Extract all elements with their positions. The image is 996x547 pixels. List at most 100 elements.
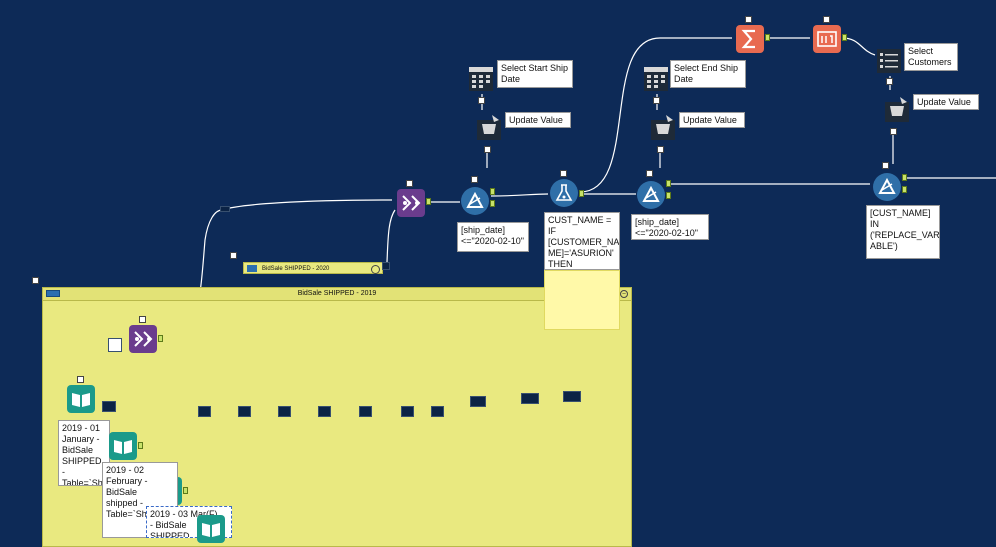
update-value-icon — [651, 115, 675, 140]
tool-id-badge — [139, 316, 146, 323]
tool-id-badge — [77, 376, 84, 383]
union-tool-inner[interactable] — [128, 324, 158, 354]
container-title: BidSale SHIPPED - 2019 — [297, 290, 377, 297]
false-anchor[interactable] — [902, 186, 907, 193]
wire-node — [563, 391, 581, 402]
false-anchor[interactable] — [666, 192, 671, 199]
tool-label: Select Start Ship Date — [497, 60, 573, 88]
union-icon — [129, 325, 157, 353]
union-tool[interactable] — [396, 188, 426, 218]
wire-node — [470, 396, 486, 407]
filter-annotation: [ship_date] <="2020-02-10" — [631, 214, 709, 240]
tool-id-badge — [646, 170, 653, 177]
formula-tool[interactable] — [549, 178, 579, 208]
calendar-icon — [644, 67, 668, 91]
formula-annotation: CUST_NAME = IF [CUSTOMER_NA ME]='ASURION… — [544, 212, 620, 270]
filter-icon — [873, 173, 901, 201]
tool-id-badge — [484, 146, 491, 153]
wire-node — [238, 406, 251, 417]
update-value-tool-3[interactable] — [882, 94, 912, 124]
filter-tool-2[interactable] — [636, 180, 666, 210]
filter-icon — [461, 187, 489, 215]
summarize-icon — [736, 25, 764, 53]
update-value-tool-2[interactable] — [648, 112, 678, 142]
output-anchor[interactable] — [842, 34, 847, 41]
tool-id-badge — [823, 16, 830, 23]
filter-icon — [637, 181, 665, 209]
wire — [490, 193, 549, 197]
update-value-tool-1[interactable] — [474, 112, 504, 142]
summarize-tool[interactable] — [735, 24, 765, 54]
wire-node — [359, 406, 372, 417]
tool-id-badge — [406, 180, 413, 187]
output-anchor[interactable] — [426, 198, 431, 205]
container-output-node[interactable] — [382, 262, 390, 270]
formula-annotation-overflow — [544, 270, 620, 330]
tool-id-badge — [230, 252, 237, 259]
wire — [386, 209, 396, 263]
output-anchor[interactable] — [765, 34, 770, 41]
output-anchor[interactable] — [579, 190, 584, 197]
wire-node — [431, 406, 444, 417]
wire-node — [318, 406, 331, 417]
date-tool-start[interactable] — [466, 64, 496, 94]
tool-id-badge — [560, 170, 567, 177]
tool-id-badge — [890, 128, 897, 135]
book-icon — [109, 432, 137, 460]
input-data-tool-feb[interactable] — [108, 431, 138, 461]
output-anchor[interactable] — [138, 442, 143, 449]
tool-id-badge — [471, 176, 478, 183]
tool-id-badge — [32, 277, 39, 284]
false-anchor[interactable] — [490, 200, 495, 207]
calendar-icon — [469, 67, 493, 91]
input-data-tool-mar-icon[interactable] — [196, 514, 226, 544]
tool-label: Update Value — [505, 112, 571, 128]
collapse-icon[interactable]: – — [620, 290, 628, 298]
date-tool-end[interactable] — [641, 64, 671, 94]
input-data-tool-jan[interactable] — [66, 384, 96, 414]
concat-icon — [813, 25, 841, 53]
tool-label: Update Value — [679, 112, 745, 128]
container-icon — [46, 290, 60, 297]
tool-label: Update Value — [913, 94, 979, 110]
tool-label: Select End Ship Date — [670, 60, 746, 88]
wire — [579, 37, 732, 193]
list-box-tool[interactable] — [874, 46, 904, 76]
wire-node — [220, 206, 230, 212]
true-anchor[interactable] — [902, 174, 907, 181]
wire-node — [278, 406, 291, 417]
union-icon — [397, 189, 425, 217]
tool-id-badge — [478, 97, 485, 104]
output-anchor[interactable] — [183, 487, 188, 494]
filter-tool-3[interactable] — [872, 172, 902, 202]
book-icon — [67, 385, 95, 413]
formula-icon — [550, 179, 578, 207]
filter-tool-1[interactable] — [460, 186, 490, 216]
true-anchor[interactable] — [666, 180, 671, 187]
concat-tool[interactable] — [812, 24, 842, 54]
wire-node — [401, 406, 414, 417]
container-icon — [247, 265, 257, 272]
expand-icon[interactable] — [371, 265, 380, 274]
tool-id-badge — [882, 162, 889, 169]
filter-annotation: [ship_date] <="2020-02-10" — [457, 222, 529, 252]
output-anchor[interactable] — [158, 335, 163, 342]
update-value-icon — [885, 97, 909, 122]
tool-id-badge — [657, 146, 664, 153]
wire-node — [102, 401, 116, 412]
wire-node — [198, 406, 211, 417]
book-icon — [197, 515, 225, 543]
input-anchor[interactable] — [108, 338, 122, 352]
true-anchor[interactable] — [490, 188, 495, 195]
tool-label: Select Customers — [904, 43, 958, 71]
container-shipped-2020[interactable]: BidSale SHIPPED - 2020 — [243, 262, 383, 274]
wire — [221, 199, 393, 211]
container-header[interactable]: BidSale SHIPPED - 2019 – — [43, 288, 631, 301]
update-value-icon — [477, 115, 501, 140]
list-icon — [877, 49, 901, 73]
filter-annotation: [CUST_NAME] IN ('REPLACE_VARI ABLE') — [866, 205, 940, 259]
tool-id-badge — [745, 16, 752, 23]
container-title: BidSale SHIPPED - 2020 — [262, 266, 330, 272]
tool-id-badge — [886, 78, 893, 85]
